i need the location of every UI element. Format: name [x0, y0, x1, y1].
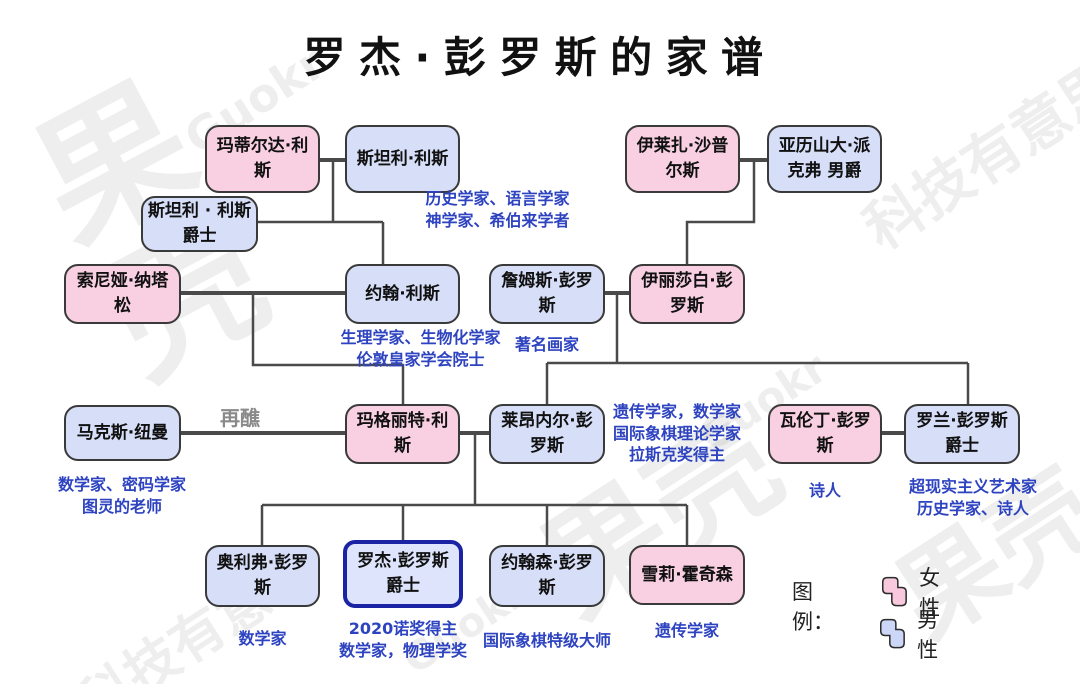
node-stanley-leathes: 斯坦利·利斯 — [345, 125, 460, 193]
node-baron-alexander-peckover: 亚历山大·派 克弗 男爵 — [767, 125, 882, 193]
note-oliver-penrose: 数学家 — [238, 629, 287, 648]
note-valentine-penrose: 诗人 — [808, 481, 841, 500]
remarriage-label: 再醮 — [220, 406, 260, 430]
node-sonia-natanson: 索尼娅·纳塔 松 — [64, 264, 181, 324]
note-max-newman: 数学家、密码学家 图灵的老师 — [57, 475, 186, 516]
node-jonathan-penrose: 约翰森·彭罗 斯 — [489, 545, 605, 607]
page-title: 罗杰·彭罗斯的家谱 — [303, 33, 777, 82]
node-max-newman: 马克斯·纽曼 — [64, 405, 181, 461]
note-stanley-leathes: 历史学家、语言学家 神学家、希伯来学者 — [425, 189, 570, 230]
note-roger-penrose: 2020诺奖得主 数学家，物理学奖 — [338, 619, 467, 660]
node-shirley-hodgson: 雪莉·霍奇森 — [629, 545, 745, 605]
node-sir-roland-penrose: 罗兰·彭罗斯 爵士 — [904, 404, 1020, 464]
node-margaret-leathes: 玛格丽特·利 斯 — [345, 404, 460, 464]
node-john-leathes: 约翰·利斯 — [345, 264, 460, 324]
node-sir-roger-penrose: 罗杰·彭罗斯 爵士 — [343, 540, 463, 608]
note-james-penrose: 著名画家 — [514, 335, 579, 354]
node-eliza-sharples: 伊莱扎·沙普 尔斯 — [625, 125, 740, 193]
legend-title: 图例： — [792, 580, 834, 634]
note-john-leathes: 生理学家、生物化学家 伦敦皇家学会院士 — [340, 328, 501, 369]
note-shirley-hodgson: 遗传学家 — [654, 621, 719, 640]
node-sir-stanley-leathes: 斯坦利 · 利斯 爵士 — [141, 196, 258, 252]
note-roland-penrose: 超现实主义艺术家 历史学家、诗人 — [908, 477, 1037, 518]
node-valentine-penrose: 瓦伦丁·彭罗 斯 — [768, 404, 882, 464]
node-lionel-penrose: 莱昂内尔·彭 罗斯 — [489, 404, 605, 464]
node-matilda-leathes: 玛蒂尔达·利 斯 — [205, 125, 320, 193]
node-elizabeth-penrose: 伊丽莎白·彭 罗斯 — [629, 264, 745, 324]
male-blob-icon — [880, 618, 905, 649]
legend-female-label: 女性 — [919, 566, 941, 620]
node-oliver-penrose: 奥利弗·彭罗 斯 — [205, 545, 320, 607]
legend-male-label: 男性 — [917, 608, 939, 662]
note-lionel-penrose: 遗传学家，数学家 国际象棋理论学家 拉斯克奖得主 — [612, 402, 741, 465]
note-jonathan-penrose: 国际象棋特级大师 — [482, 631, 611, 650]
female-blob-icon — [882, 576, 907, 607]
node-james-penrose: 詹姆斯·彭罗 斯 — [489, 264, 605, 324]
